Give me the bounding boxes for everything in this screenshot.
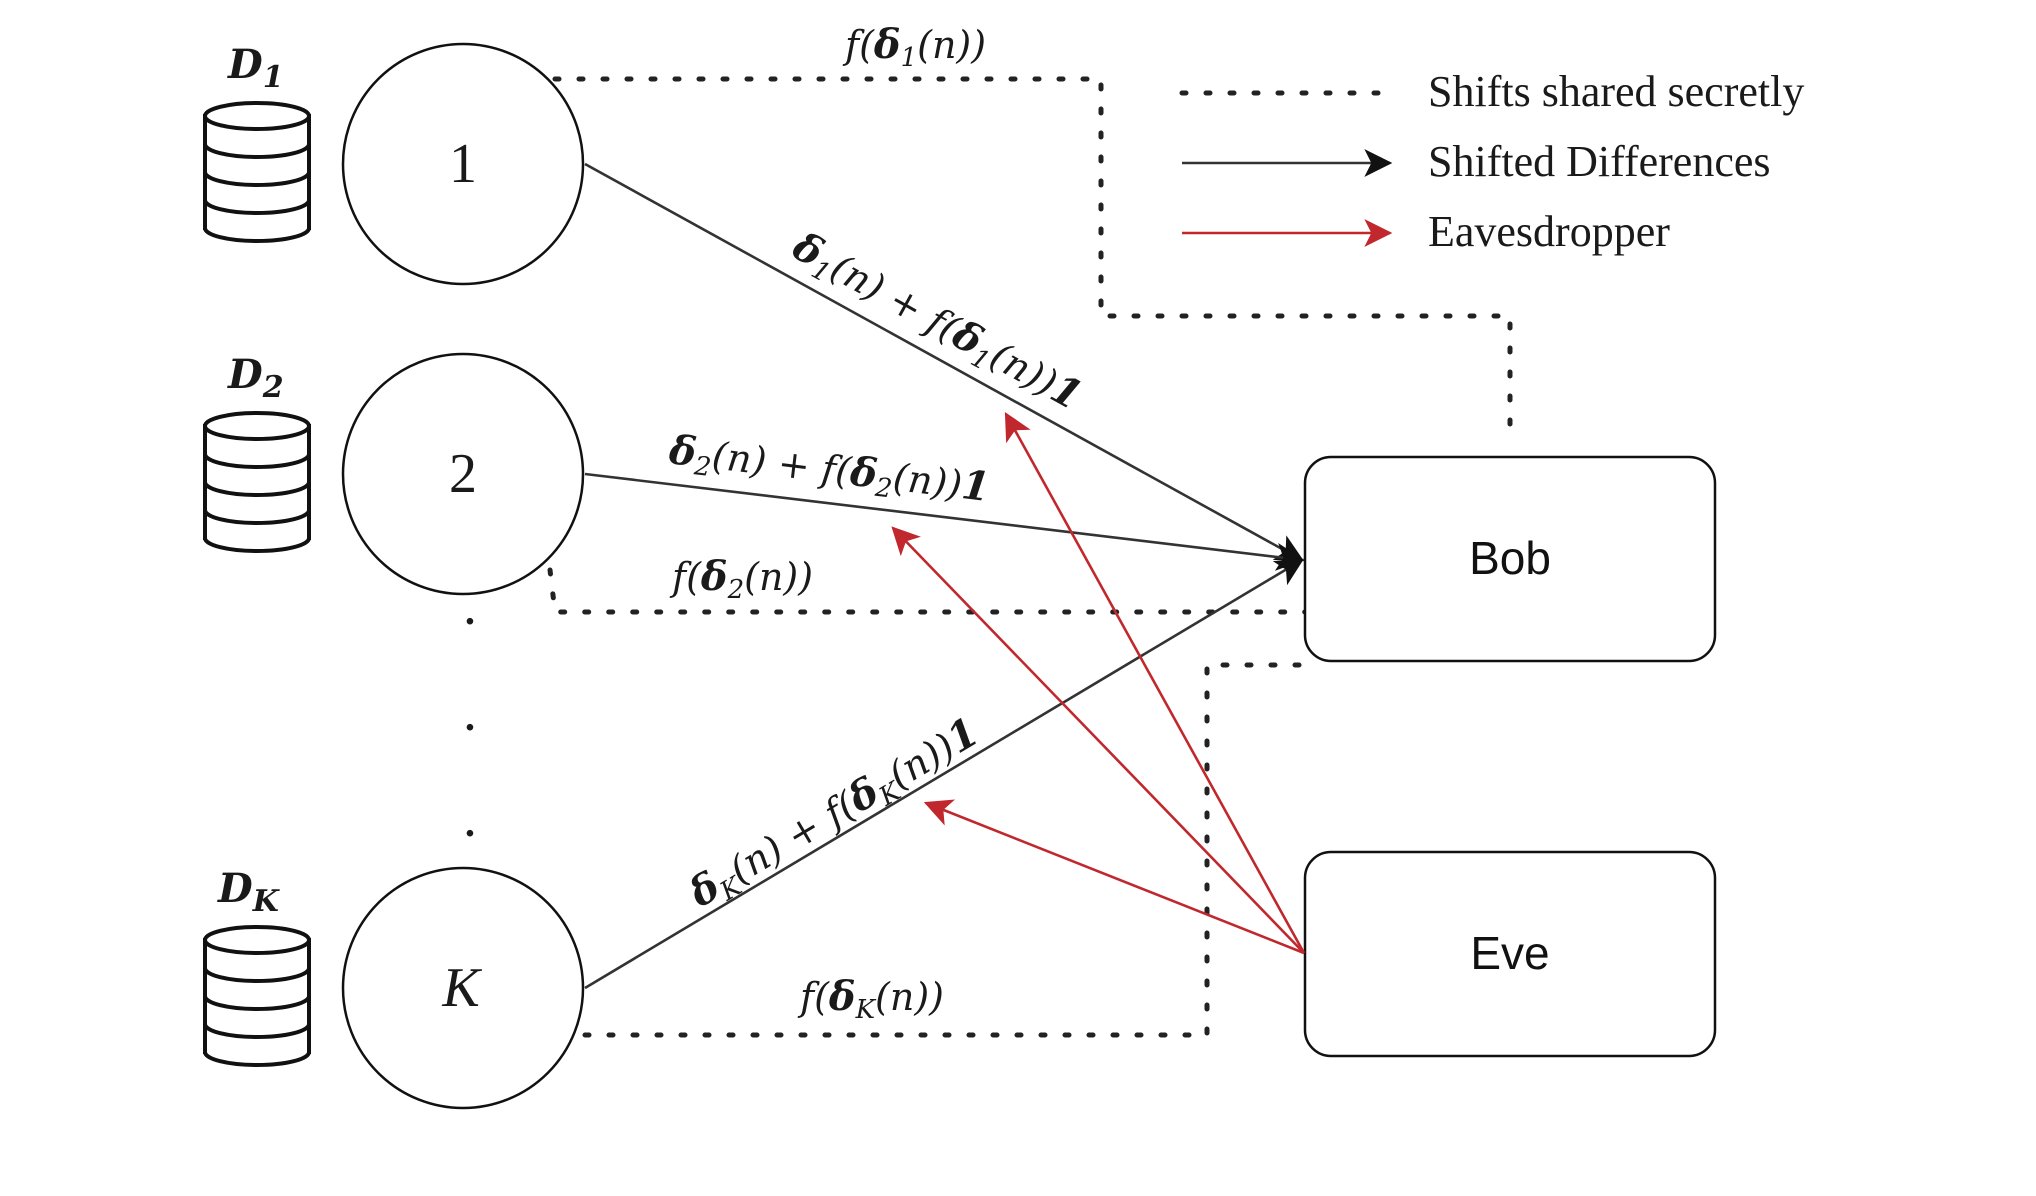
shifted-difference-arrows bbox=[584, 162, 1305, 990]
shift-label-1: f(δ1(n)) bbox=[842, 21, 986, 73]
arrow-2-to-bob bbox=[584, 472, 1305, 571]
eve-label: Eve bbox=[1470, 927, 1549, 979]
shared-shift-lines bbox=[547, 76, 1513, 1038]
legend-eaves-label: Eavesdropper bbox=[1428, 207, 1670, 256]
shift-line-2 bbox=[547, 567, 1308, 615]
eve-arrow-k bbox=[923, 799, 1305, 955]
shift-line-1 bbox=[552, 76, 1513, 443]
node-1-label: 1 bbox=[449, 133, 477, 195]
legend-shifted-label: Shifted Differences bbox=[1428, 137, 1771, 186]
edge-label-2: δ2(n) + f(δ2(n))1 bbox=[665, 426, 992, 516]
legend-shared-label: Shifts shared secretly bbox=[1428, 67, 1804, 116]
edge-label-1: δ1(n) + f(δ1(n))1 bbox=[782, 222, 1090, 424]
shift-label-k: f(δK(n)) bbox=[797, 973, 944, 1025]
shift-label-2: f(δ2(n)) bbox=[669, 553, 813, 605]
database-icon-1 bbox=[203, 101, 311, 243]
arrow-1-to-bob bbox=[584, 162, 1305, 562]
eavesdropper-arrows bbox=[891, 411, 1306, 955]
svg-text:·: · bbox=[461, 803, 480, 865]
edge-label-k: δK(n) + f(δK(n))1 bbox=[680, 708, 989, 921]
dataset-label-k: DK bbox=[217, 865, 281, 919]
eve-arrow-1 bbox=[1004, 411, 1306, 954]
svg-text:·: · bbox=[461, 697, 480, 759]
shift-line-k bbox=[582, 662, 1308, 1038]
node-2-label: 2 bbox=[449, 443, 477, 505]
svg-text:·: · bbox=[461, 591, 480, 653]
node-ellipsis: · · · bbox=[461, 591, 480, 865]
arrow-k-to-bob bbox=[584, 558, 1305, 990]
legend: Shifts shared secretly Shifted Differenc… bbox=[1179, 67, 1804, 256]
dataset-label-1: D1 bbox=[227, 41, 284, 95]
node-k[interactable]: K bbox=[341, 866, 585, 1110]
node-k-label: K bbox=[441, 957, 482, 1019]
node-1[interactable]: 1 bbox=[341, 42, 585, 286]
node-2[interactable]: 2 bbox=[341, 352, 585, 596]
eve-box[interactable]: Eve bbox=[1303, 850, 1717, 1058]
bob-box[interactable]: Bob bbox=[1303, 455, 1717, 663]
database-icon-k bbox=[203, 925, 311, 1067]
eve-arrow-2 bbox=[891, 526, 1305, 954]
bob-label: Bob bbox=[1469, 532, 1551, 584]
dataset-label-2: D2 bbox=[227, 351, 284, 405]
database-icon-2 bbox=[203, 411, 311, 553]
